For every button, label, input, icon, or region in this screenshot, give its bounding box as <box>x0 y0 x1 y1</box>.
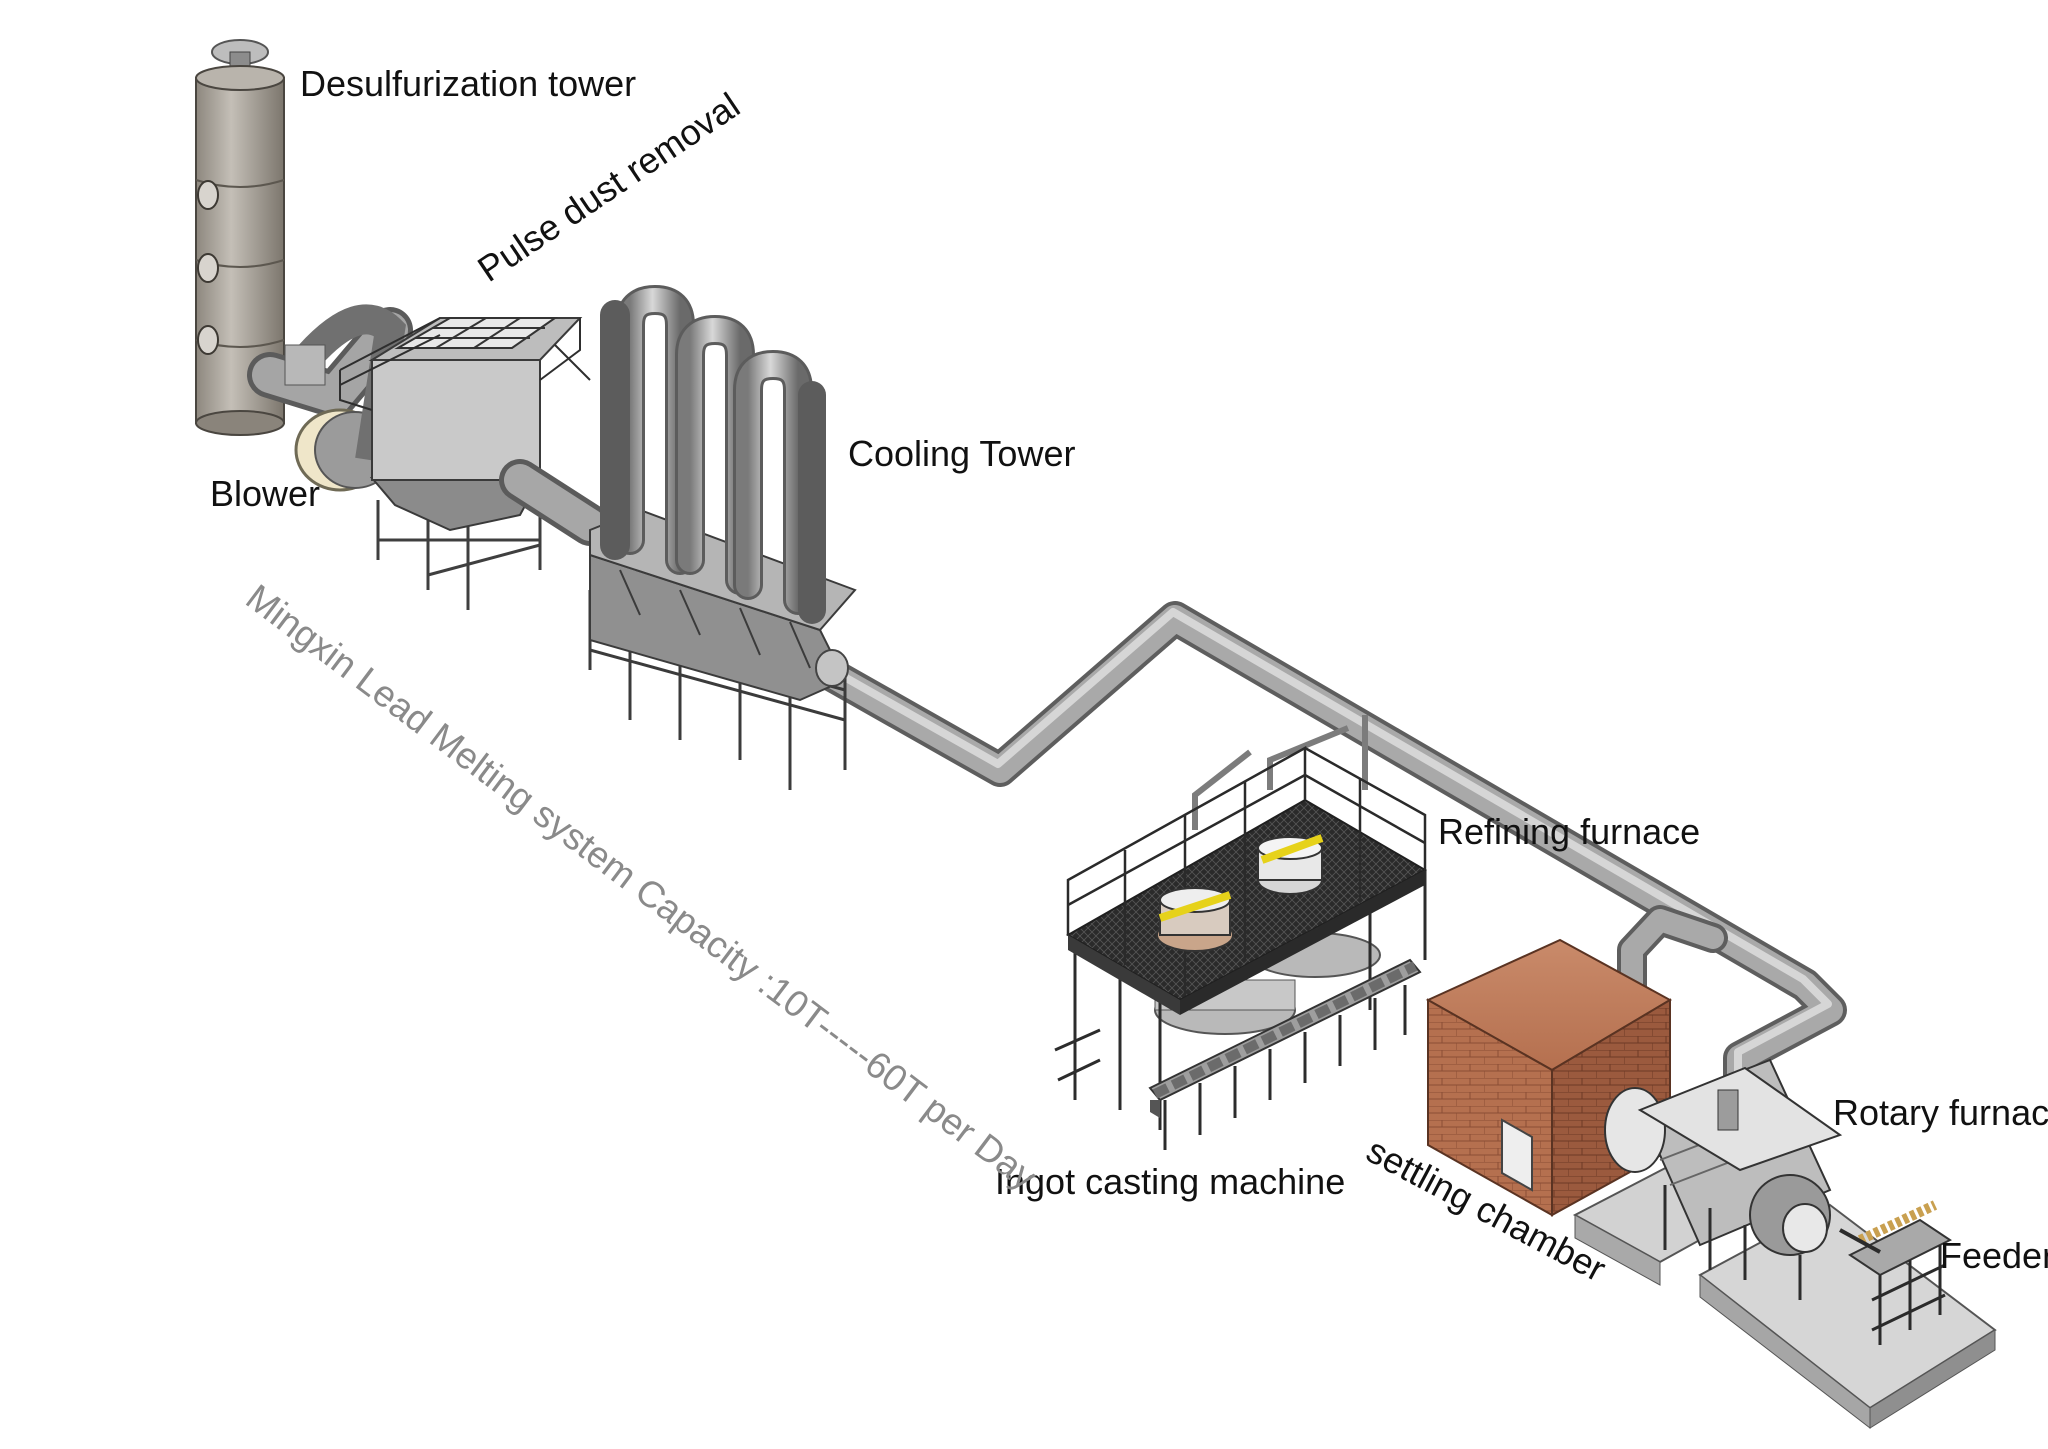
cooling-tower <box>588 284 857 790</box>
label-blower: Blower <box>210 473 321 514</box>
label-rotary-furnace: Rotary furnace <box>1833 1092 2048 1133</box>
label-cooling-tower: Cooling Tower <box>848 433 1076 474</box>
label-feeder: Feeder <box>1940 1235 2048 1276</box>
label-desulfurization-tower: Desulfurization tower <box>300 63 637 104</box>
main-flue-pipe <box>803 601 1847 1117</box>
screw-feeder <box>1839 1200 1952 1345</box>
refining-kettle-hoods <box>1156 834 1324 952</box>
ingot-casting-machine <box>1148 958 1422 1150</box>
label-refining-furnace: Refining furnace <box>1438 811 1701 852</box>
pulse-dust-collector <box>339 317 611 610</box>
settling-branch-pipe <box>1617 905 1728 1015</box>
rotary-furnace <box>1572 1058 1997 1430</box>
refining-drop-pipes <box>1192 715 1368 830</box>
label-ingot-casting-machine: Ingot casting machine <box>995 1161 1346 1202</box>
refining-furnace <box>1054 745 1428 1130</box>
